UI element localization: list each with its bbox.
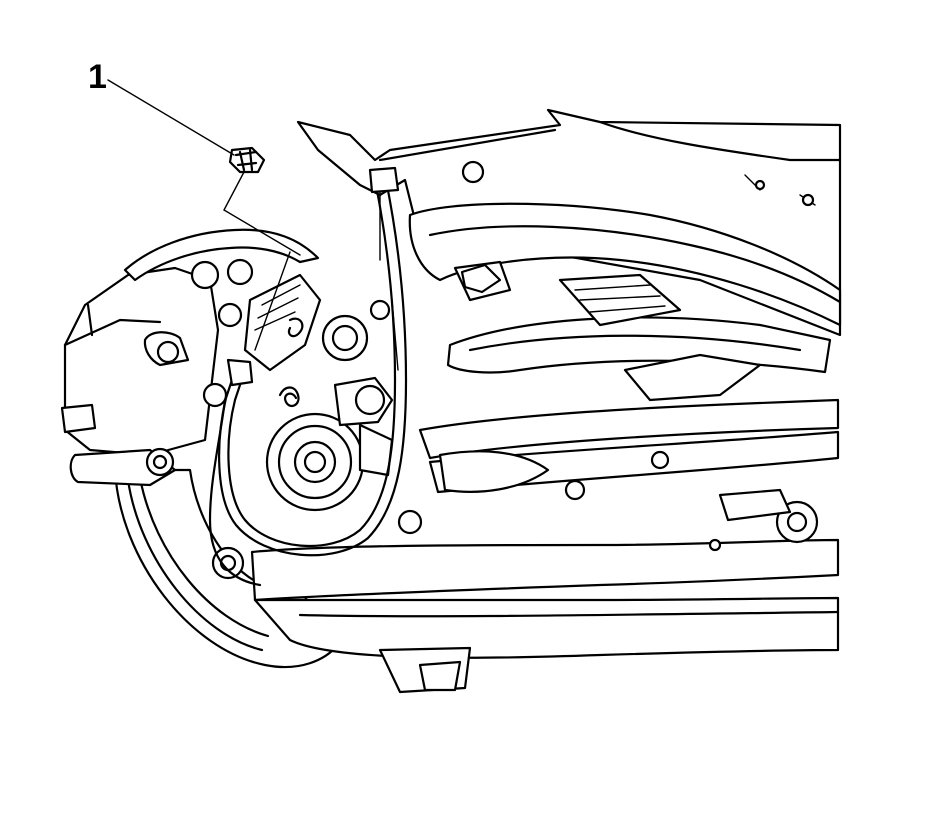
- clip-part: [228, 146, 266, 174]
- lower-control-arms: [250, 398, 840, 694]
- brake-caliper: [60, 228, 320, 457]
- wheel-hub: [265, 376, 394, 512]
- parking-brake-mechanism: [243, 273, 369, 408]
- caliper-bolts: [69, 258, 254, 580]
- hardware-details: [202, 179, 815, 552]
- coil-spring-area: [446, 273, 832, 402]
- upper-control-arm: [408, 202, 842, 327]
- callout-leader-lines: [107, 79, 301, 351]
- callout-number-1: 1: [88, 58, 107, 96]
- brake-hose: [208, 166, 408, 587]
